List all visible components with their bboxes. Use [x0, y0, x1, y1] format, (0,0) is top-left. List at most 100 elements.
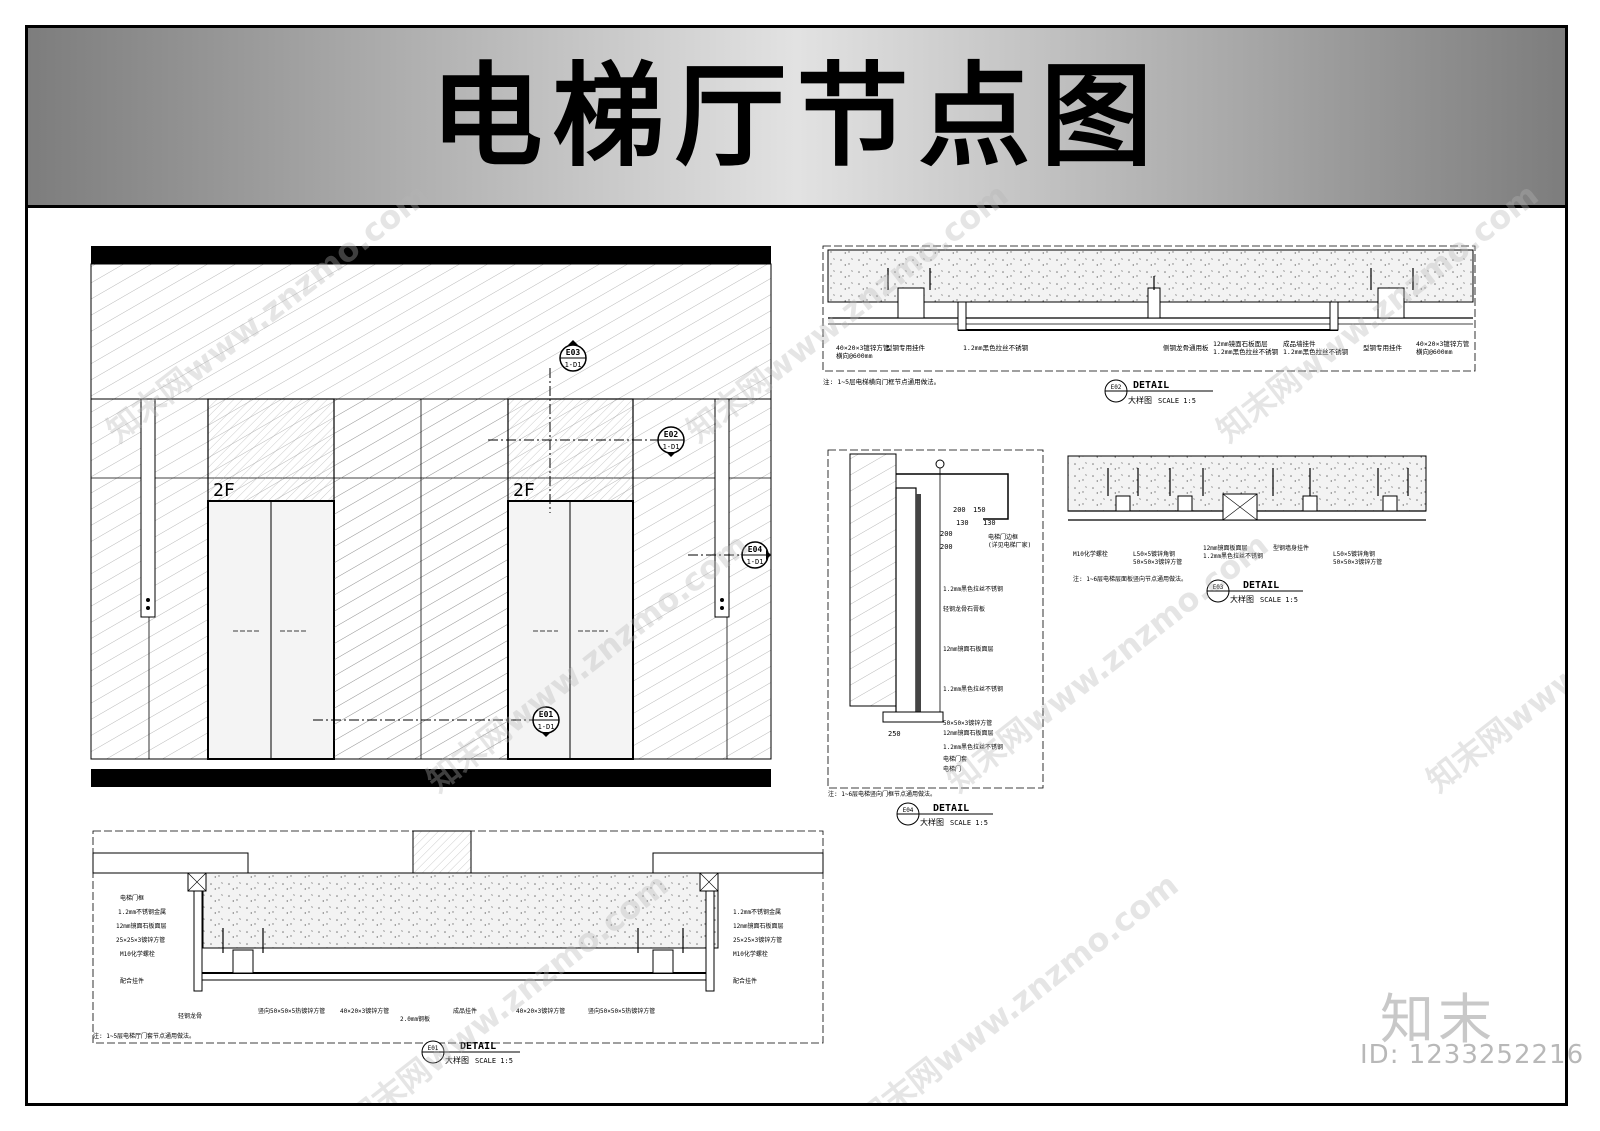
svg-text:SCALE 1:5: SCALE 1:5: [1260, 596, 1298, 604]
svg-text:130: 130: [983, 519, 996, 527]
svg-text:50×50×3镀锌方管: 50×50×3镀锌方管: [1133, 558, 1182, 566]
svg-text:1.2mm黑色拉丝不锈钢: 1.2mm黑色拉丝不锈钢: [963, 343, 1029, 352]
svg-text:注: 1~5层电梯横向门框节点通用做法。: 注: 1~5层电梯横向门框节点通用做法。: [823, 377, 940, 386]
svg-text:横向@600mm: 横向@600mm: [1416, 347, 1453, 356]
svg-text:电梯门边框: 电梯门边框: [988, 533, 1018, 541]
svg-text:1-D1: 1-D1: [663, 443, 680, 451]
svg-text:1.2mm黑色拉丝不锈钢: 1.2mm黑色拉丝不锈钢: [1283, 347, 1349, 356]
svg-text:DETAIL: DETAIL: [933, 803, 969, 814]
svg-text:SCALE 1:5: SCALE 1:5: [950, 819, 988, 827]
cad-drawing: 2F 2F E03 1-D1 E02 1-D1: [90, 245, 1476, 1065]
svg-text:配合挂件: 配合挂件: [120, 977, 144, 985]
svg-text:配合挂件: 配合挂件: [733, 977, 757, 985]
svg-text:M10化学螺栓: M10化学螺栓: [1073, 550, 1108, 558]
svg-text:40×20×3镀锌方管: 40×20×3镀锌方管: [516, 1007, 565, 1015]
svg-text:电梯门框: 电梯门框: [120, 894, 144, 902]
svg-text:M10化学螺栓: M10化学螺栓: [120, 950, 155, 958]
svg-text:轻钢龙骨石膏板: 轻钢龙骨石膏板: [943, 605, 985, 613]
svg-text:40×20×3镀锌方管: 40×20×3镀锌方管: [836, 343, 890, 352]
svg-text:大样图: 大样图: [1230, 594, 1254, 604]
drawing-frame: 电梯厅节点图: [25, 25, 1568, 1106]
callout-e02: E02 1-D1: [657, 426, 685, 457]
svg-text:轻钢龙骨: 轻钢龙骨: [178, 1012, 202, 1020]
svg-text:40×20×3镀锌方管: 40×20×3镀锌方管: [340, 1007, 389, 1015]
svg-text:E03: E03: [1213, 584, 1224, 591]
svg-text:L50×5镀锌角钢: L50×5镀锌角钢: [1133, 550, 1175, 558]
svg-text:1.2mm黑色拉丝不锈钢: 1.2mm黑色拉丝不锈钢: [943, 685, 1003, 693]
svg-text:E02: E02: [664, 430, 679, 439]
ceiling-band: [91, 246, 771, 264]
svg-text:50×50×3镀锌方管: 50×50×3镀锌方管: [943, 719, 992, 727]
svg-text:注: 1~6层电梯竖向门框节点通用做法。: 注: 1~6层电梯竖向门框节点通用做法。: [828, 790, 936, 798]
svg-text:1.2mm黑色拉丝不锈钢: 1.2mm黑色拉丝不锈钢: [1213, 347, 1279, 356]
floor-label-1: 2F: [213, 480, 235, 501]
svg-text:40×20×3镀锌方管: 40×20×3镀锌方管: [1416, 339, 1470, 348]
svg-text:注: 1~6层电梯层面板竖向节点通用做法。: 注: 1~6层电梯层面板竖向节点通用做法。: [1073, 575, 1187, 583]
title-band: 电梯厅节点图: [28, 28, 1565, 208]
floor-label-2: 2F: [513, 480, 535, 501]
svg-text:成品挂件: 成品挂件: [453, 1007, 477, 1015]
svg-text:1.2mm黑色拉丝不锈钢: 1.2mm黑色拉丝不锈钢: [943, 743, 1003, 751]
svg-text:12mm镜面石板面层: 12mm镜面石板面层: [733, 922, 783, 930]
svg-text:25×25×3镀锌方管: 25×25×3镀锌方管: [116, 936, 165, 944]
svg-text:1.2mm不锈钢金属: 1.2mm不锈钢金属: [733, 908, 781, 916]
callout-e04: E04 1-D1: [741, 541, 771, 569]
detail-e04-tag: E04 DETAIL 大样图 SCALE 1:5: [896, 802, 993, 827]
svg-text:E01: E01: [539, 710, 554, 719]
svg-text:E02: E02: [1111, 384, 1122, 391]
detail-e01-tag: E01 DETAIL 大样图 SCALE 1:5: [421, 1040, 520, 1065]
svg-text:DETAIL: DETAIL: [1133, 380, 1169, 391]
svg-text:200: 200: [940, 530, 953, 538]
brand-logo: 知末: [1380, 988, 1496, 1051]
detail-e04: 200 150 130 200 200 130 250 电梯门边框 (详见电梯厂…: [827, 449, 1044, 827]
svg-text:E01: E01: [428, 1045, 439, 1052]
svg-text:竖向50×50×5热镀锌方管: 竖向50×50×5热镀锌方管: [588, 1007, 655, 1015]
svg-text:电梯门套: 电梯门套: [943, 755, 967, 763]
svg-text:E03: E03: [566, 348, 581, 357]
svg-text:1.2mm黑色拉丝不锈钢: 1.2mm黑色拉丝不锈钢: [1203, 552, 1263, 560]
svg-text:E04: E04: [903, 807, 914, 814]
svg-text:大样图: 大样图: [445, 1055, 469, 1065]
svg-text:1-D1: 1-D1: [538, 723, 555, 731]
svg-text:大样图: 大样图: [1128, 395, 1152, 405]
svg-text:DETAIL: DETAIL: [1243, 580, 1279, 591]
svg-text:200: 200: [953, 506, 966, 514]
svg-text:M10化学螺栓: M10化学螺栓: [733, 950, 768, 958]
svg-text:型钢专用挂件: 型钢专用挂件: [886, 343, 926, 352]
svg-text:1-D1: 1-D1: [747, 558, 764, 566]
elevation-view: 2F 2F E03 1-D1 E02 1-D1: [90, 246, 772, 787]
svg-text:SCALE 1:5: SCALE 1:5: [475, 1057, 513, 1065]
svg-text:1.2mm黑色拉丝不锈钢: 1.2mm黑色拉丝不锈钢: [943, 585, 1003, 593]
asset-id: ID: 1233252216: [1360, 1040, 1585, 1070]
drawing-title: 电梯厅节点图: [430, 51, 1163, 182]
svg-text:型钢墙身挂件: 型钢墙身挂件: [1273, 544, 1309, 552]
detail-e01: 电梯门框 1.2mm不锈钢金属 12mm镜面石板面层 25×25×3镀锌方管 M…: [92, 830, 824, 1065]
callout-e01: E01 1-D1: [532, 706, 560, 737]
svg-text:1-D1: 1-D1: [565, 361, 582, 369]
svg-text:250: 250: [888, 730, 901, 738]
svg-text:DETAIL: DETAIL: [460, 1041, 496, 1052]
detail-e03: M10化学螺栓 L50×5镀锌角钢 50×50×3镀锌方管 12mm镜面板面层 …: [1067, 455, 1427, 604]
svg-text:25×25×3镀锌方管: 25×25×3镀锌方管: [733, 936, 782, 944]
svg-text:12mm镜面石板面层: 12mm镜面石板面层: [943, 729, 993, 737]
svg-text:大样图: 大样图: [920, 817, 944, 827]
svg-text:E04: E04: [748, 545, 763, 554]
svg-text:注: 1~5层电梯厅门套节点通用做法。: 注: 1~5层电梯厅门套节点通用做法。: [93, 1032, 195, 1040]
svg-text:L50×5镀锌角钢: L50×5镀锌角钢: [1333, 550, 1375, 558]
svg-text:130: 130: [956, 519, 969, 527]
svg-text:12mm镜面石板面层: 12mm镜面石板面层: [943, 645, 993, 653]
svg-text:电梯门: 电梯门: [943, 765, 961, 773]
svg-text:横向@600mm: 横向@600mm: [836, 351, 873, 360]
svg-text:12mm镜面石板面层: 12mm镜面石板面层: [1213, 339, 1268, 348]
svg-text:1.2mm不锈钢金属: 1.2mm不锈钢金属: [118, 908, 166, 916]
callout-e03: E03 1-D1: [559, 340, 587, 372]
svg-text:成品墙挂件: 成品墙挂件: [1283, 339, 1316, 348]
detail-e02-tag: E02 DETAIL 大样图 SCALE 1:5: [1104, 379, 1213, 405]
svg-text:12mm镜面石板面层: 12mm镜面石板面层: [116, 922, 166, 930]
svg-text:型钢专用挂件: 型钢专用挂件: [1363, 343, 1403, 352]
svg-text:50×50×3镀锌方管: 50×50×3镀锌方管: [1333, 558, 1382, 566]
svg-text:SCALE 1:5: SCALE 1:5: [1158, 397, 1196, 405]
detail-e03-tag: E03 DETAIL 大样图 SCALE 1:5: [1206, 579, 1303, 604]
svg-text:12mm镜面板面层: 12mm镜面板面层: [1203, 544, 1247, 552]
svg-text:(详见电梯厂家): (详见电梯厂家): [988, 541, 1031, 549]
